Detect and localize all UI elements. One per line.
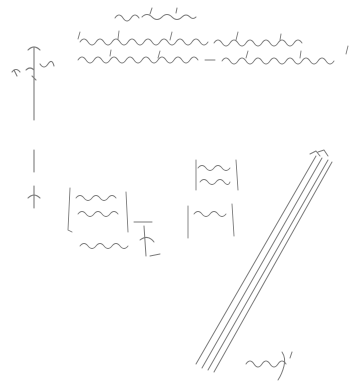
bracket-note-right-mid xyxy=(187,203,235,239)
heading-scribble xyxy=(114,7,197,22)
diagonal-lines xyxy=(195,149,333,373)
notes-line-2 xyxy=(77,45,349,65)
bracket-note-right-top xyxy=(195,159,239,191)
bracket-note-left xyxy=(67,187,129,249)
signature-scribble xyxy=(245,351,293,381)
notes-line-1 xyxy=(77,30,303,47)
connector-mark xyxy=(133,221,161,257)
vertical-axis xyxy=(11,46,55,209)
